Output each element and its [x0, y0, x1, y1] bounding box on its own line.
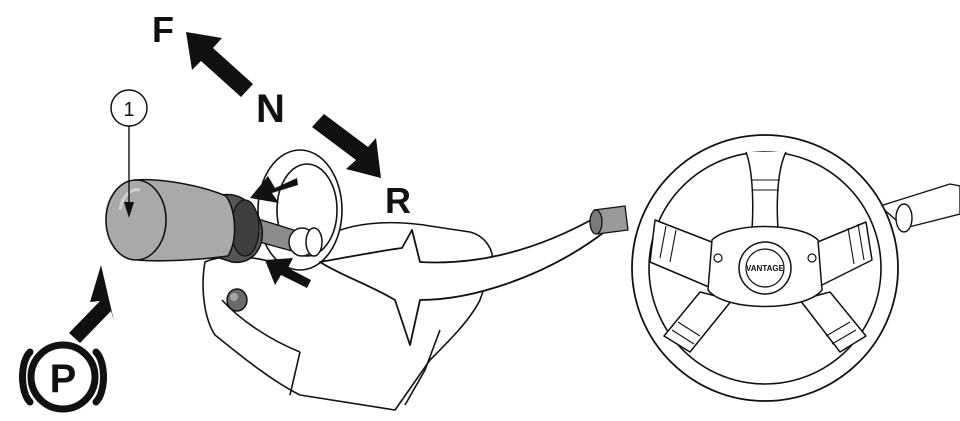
neutral-label: N	[256, 87, 285, 131]
steering-logo: VANTAGE	[746, 264, 785, 273]
steering-wheel: VANTAGE	[590, 135, 960, 401]
housing-button	[227, 289, 247, 311]
reverse-label: R	[385, 180, 411, 221]
park-brake-icon: P	[23, 345, 104, 409]
callout-number: 1	[123, 99, 134, 121]
forward-label: F	[152, 9, 174, 50]
park-label: P	[50, 357, 77, 401]
forward-arrow	[186, 32, 253, 97]
park-arrow	[69, 265, 114, 343]
